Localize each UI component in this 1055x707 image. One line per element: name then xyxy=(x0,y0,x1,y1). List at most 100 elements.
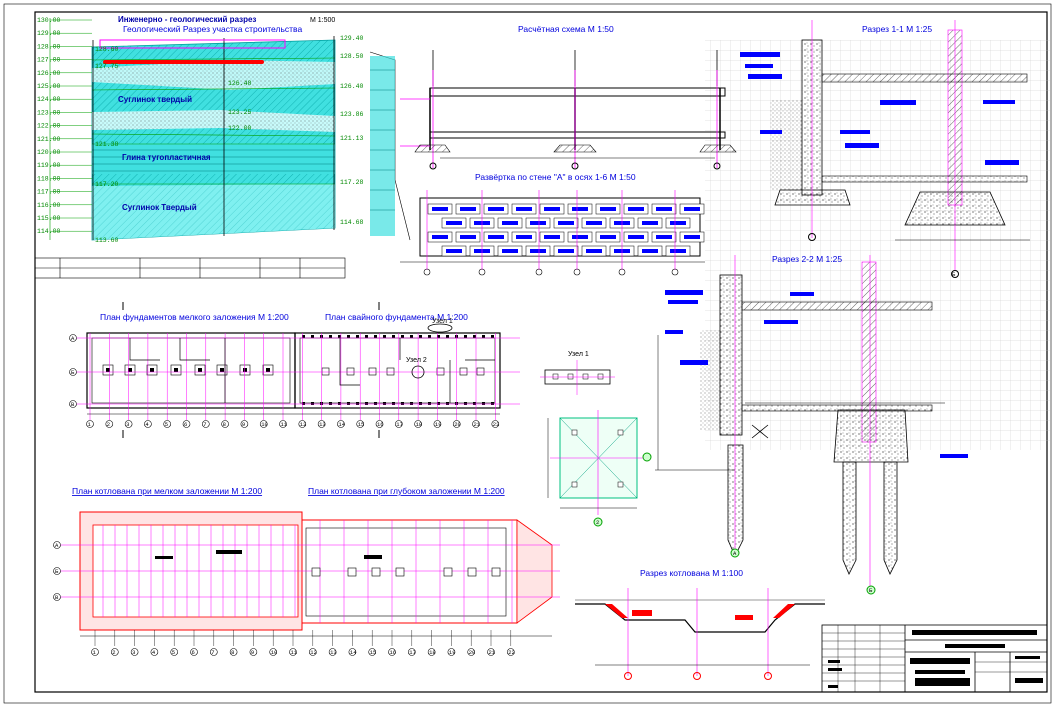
plan-pile-title: План свайного фундамента М 1:200 xyxy=(325,312,468,322)
axis-bubble-calc-3 xyxy=(713,162,721,170)
wall-block-label xyxy=(516,207,532,211)
pile-dot xyxy=(446,402,449,405)
pile-dot xyxy=(392,402,395,405)
pile-dot xyxy=(473,335,476,338)
plan-col-bubble xyxy=(86,420,94,428)
pit-row-bubble xyxy=(53,593,61,601)
pile-square xyxy=(386,367,395,376)
pile-dot xyxy=(302,402,305,405)
plan-col-bubble xyxy=(259,420,268,428)
plan-col-label: 8 xyxy=(223,421,226,428)
wall-block-label xyxy=(460,235,476,239)
slab-2-2 xyxy=(741,301,933,311)
left-mark-label: 127.00 xyxy=(37,57,61,64)
soil-curve xyxy=(369,51,411,241)
pit-col-bubble xyxy=(328,648,337,656)
left-mark-label: 128.00 xyxy=(37,43,61,50)
pile-dot xyxy=(356,402,359,405)
pit-col-bubble xyxy=(170,648,178,656)
floor-2-2 xyxy=(741,404,933,412)
pit-col-bubble xyxy=(308,648,317,656)
wall-axis-bubble xyxy=(423,268,431,276)
left-mark-label: 122.00 xyxy=(37,123,61,130)
pit-col-bubble xyxy=(467,648,476,656)
pit-col-bubble xyxy=(348,648,357,656)
pile-nodes xyxy=(411,323,453,379)
pit-deep-end xyxy=(516,519,553,624)
plan-col-bubble xyxy=(414,420,422,428)
wall-block-label xyxy=(446,221,462,225)
pit-col-label: 15 xyxy=(370,649,377,656)
plan-col-label: 19 xyxy=(435,421,442,428)
axis-bubble-1-1-a xyxy=(808,233,816,241)
pile-cap-detail: 2 xyxy=(547,410,652,527)
wall-development: Развёртка по стене "А" в осях 1-6 М 1:50 xyxy=(400,172,705,276)
pile-dot xyxy=(347,335,350,338)
pile-dot xyxy=(428,335,431,338)
plan-col-label: 18 xyxy=(416,421,423,428)
plan-col-label: 17 xyxy=(396,421,403,428)
right-mark-label: 126.40 xyxy=(340,83,364,90)
footing-core xyxy=(174,368,178,372)
soil-fill-1-1 xyxy=(770,100,802,190)
left-mark-label: 129.00 xyxy=(37,30,61,37)
pit-col-bubble xyxy=(289,648,297,656)
plan-row-bubble xyxy=(69,400,77,408)
wall-block-label xyxy=(516,235,532,239)
pit-col-label: 17 xyxy=(409,649,416,656)
left-mark-label: 116.00 xyxy=(37,202,61,209)
frame-beam xyxy=(429,87,726,97)
wall-block-label xyxy=(460,207,476,211)
plan-col-label: 9 xyxy=(242,421,245,428)
wall-block-label xyxy=(432,207,448,211)
pile-dot xyxy=(383,402,386,405)
left-mark-label: 120.00 xyxy=(37,149,61,156)
pit-col-label: 11 xyxy=(291,649,298,656)
pit-col-label: 8 xyxy=(231,649,234,656)
axis-label-1-1: Б xyxy=(952,271,956,278)
wall-block-label xyxy=(572,207,588,211)
note-bars-1-1 xyxy=(740,52,1019,165)
left-mark-label: 114.00 xyxy=(37,228,61,235)
pile-dot xyxy=(347,402,350,405)
left-mark-label: 121.00 xyxy=(37,136,61,143)
pile-square xyxy=(476,367,485,376)
plan-col-bubble xyxy=(317,420,326,428)
footing-core xyxy=(106,368,110,372)
axis-bubble-calc-2 xyxy=(571,162,579,170)
inner-mark-label: 122.00 xyxy=(228,125,252,132)
plan-col-bubble xyxy=(124,420,133,428)
wall-block-label xyxy=(558,221,574,225)
slab-1-1 xyxy=(821,73,1028,83)
plan-interior-walls xyxy=(129,338,495,403)
clay-lines xyxy=(92,149,335,172)
section-marks xyxy=(122,302,380,438)
pile-dot xyxy=(374,402,377,405)
wall-axis-bubble xyxy=(478,268,486,276)
pit-row-label: Б xyxy=(55,568,59,575)
plan-col-label: 11 xyxy=(281,421,288,428)
node-1-title: Узел 1 xyxy=(568,351,589,358)
footing-core xyxy=(198,368,202,372)
pile-axis-label: 2 xyxy=(596,519,599,526)
wall-block-label xyxy=(432,235,448,239)
inner-mark-label: 121.38 xyxy=(95,141,119,148)
layer-label-1: Суглинок твердый xyxy=(118,95,192,104)
footing-core xyxy=(266,368,270,372)
pit-col-label: 21 xyxy=(489,649,496,656)
pit-deep-title: План котлована при глубоком заложении М … xyxy=(308,486,505,496)
layer-label-2: Глина тугопластичная xyxy=(122,153,211,162)
pit-col-bubble xyxy=(130,648,139,656)
inner-mark-label: 117.20 xyxy=(95,181,119,188)
wall-axes xyxy=(423,190,679,276)
plan-col-bubble xyxy=(202,420,210,428)
pit-col-bubble xyxy=(91,648,99,656)
soil-fill-2-2 xyxy=(700,330,720,430)
pit-col-label: 5 xyxy=(172,649,175,656)
geology-title: Инженерно - геологический разрез xyxy=(118,15,256,24)
elevation-scale-left: 130.00129.00128.00127.00126.00125.00124.… xyxy=(37,17,92,240)
wall-block-label xyxy=(670,249,686,253)
